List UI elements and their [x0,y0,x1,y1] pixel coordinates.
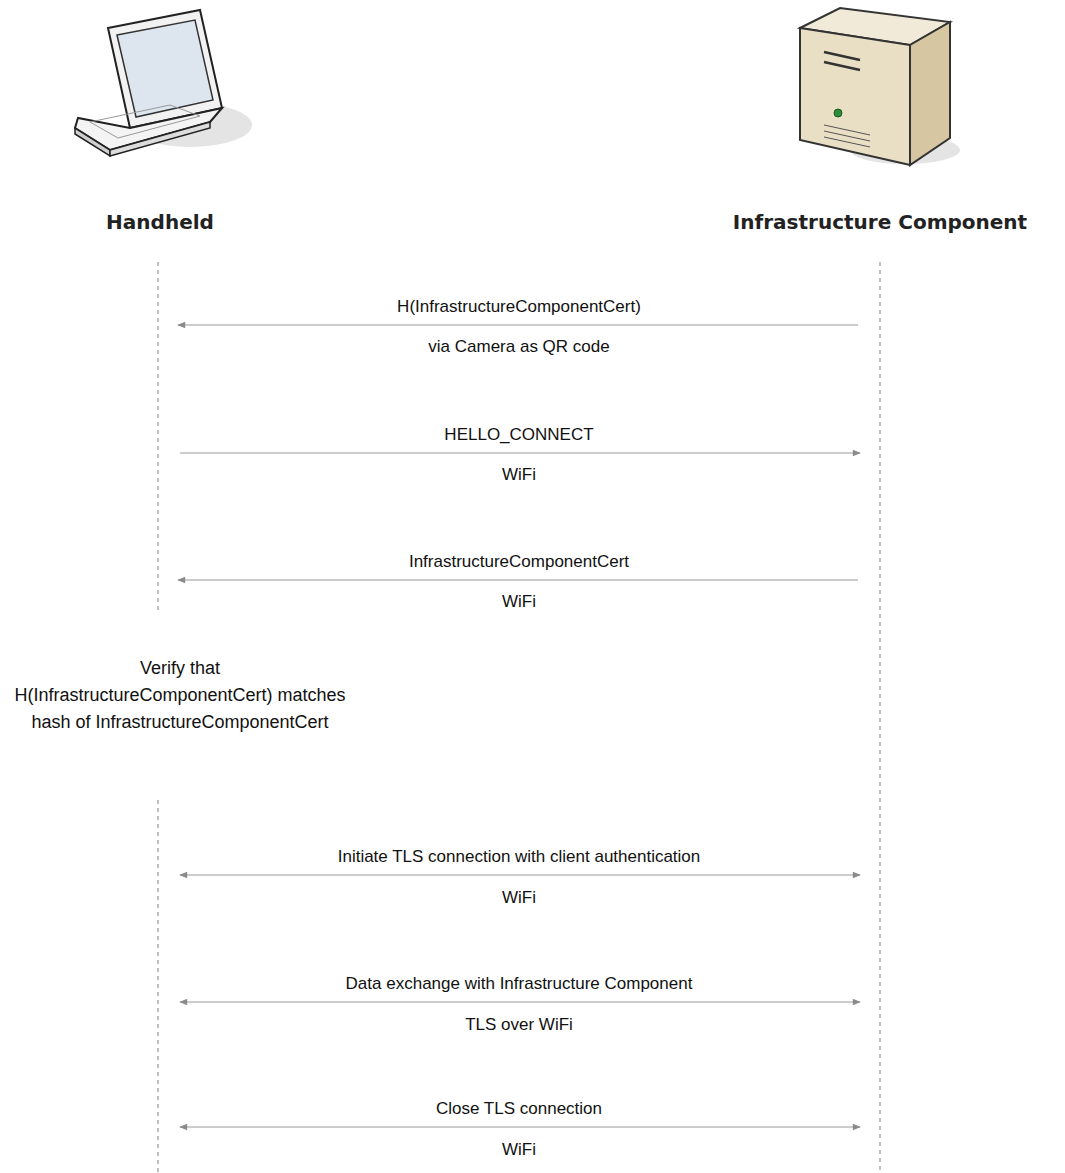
message-arrow [180,874,860,875]
server-icon [800,8,960,165]
channel-label: WiFi [499,1140,539,1160]
channel-label: WiFi [499,592,539,612]
channel-label: TLS over WiFi [462,1015,576,1035]
message-arrow [180,1126,860,1127]
message-label: H(InfrastructureComponentCert) [394,297,644,317]
message-label: Close TLS connection [433,1099,605,1119]
process-note: Verify that H(InfrastructureComponentCer… [10,655,350,736]
message-arrow [178,324,858,325]
participant-label: Infrastructure Component [727,208,1033,236]
message-arrow [178,579,858,580]
message-label: HELLO_CONNECT [441,425,596,445]
channel-label: WiFi [499,888,539,908]
channel-label: via Camera as QR code [425,337,612,357]
participant-name: Infrastructure Component [733,210,1027,234]
participant-name: Handheld [106,210,214,234]
message-arrow [180,452,860,453]
message-arrow [180,1001,860,1002]
message-label: Initiate TLS connection with client auth… [335,847,704,867]
channel-label: WiFi [499,465,539,485]
laptop-icon [75,10,252,156]
participant-label: Handheld [100,208,220,236]
message-label: InfrastructureComponentCert [406,552,632,572]
message-label: Data exchange with Infrastructure Compon… [343,974,696,994]
